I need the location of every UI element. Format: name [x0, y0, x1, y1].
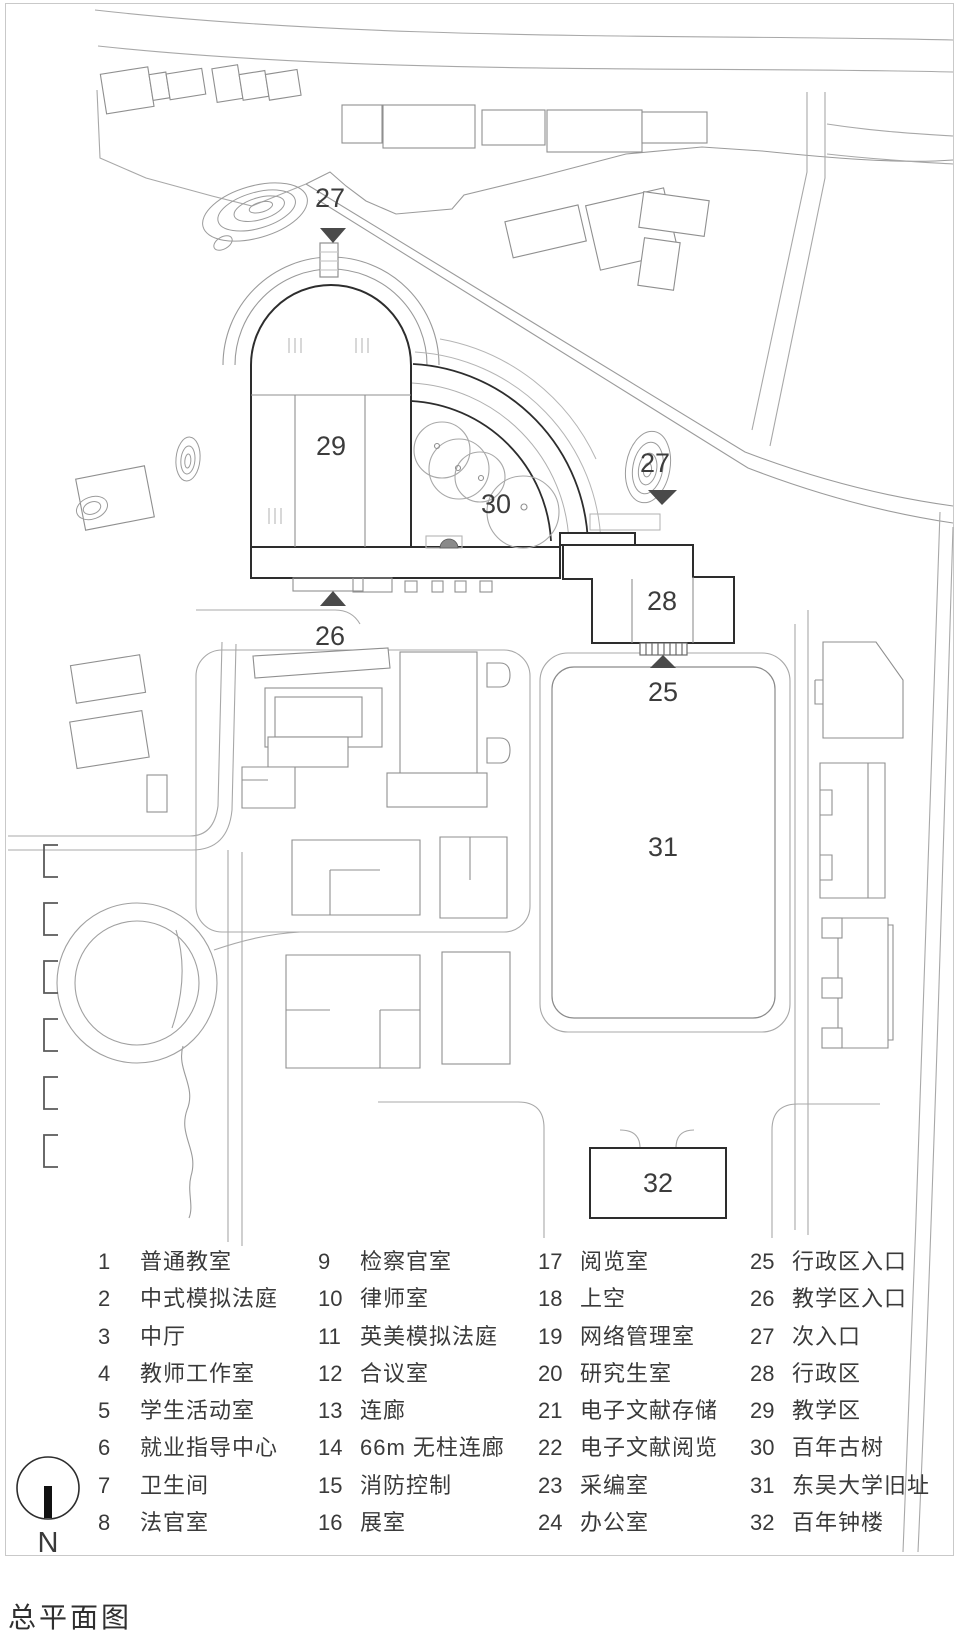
arc-corridor: [410, 363, 589, 546]
label-30: 30: [481, 489, 511, 519]
plan-frame: [5, 3, 954, 1556]
label-29: 29: [316, 431, 346, 461]
landscape-contours: [76, 182, 672, 521]
main-building-complex: [222, 242, 776, 1219]
admin-block-28: [559, 532, 735, 644]
clock-tower-32: [589, 1147, 727, 1219]
compass-circle: [16, 1456, 80, 1520]
roads: [8, 9, 954, 1553]
label-26: 26: [315, 621, 345, 651]
north-compass: N: [16, 1456, 80, 1559]
entrance-triangles: [320, 228, 677, 668]
label-27-right: 27: [640, 448, 670, 478]
compass-n-label: N: [38, 1527, 59, 1559]
label-32: 32: [643, 1168, 673, 1198]
label-27-top: 27: [315, 183, 345, 213]
entrance-26-arrow: [320, 591, 346, 606]
left-edge-marks: [43, 844, 58, 1168]
label-31: 31: [648, 832, 678, 862]
entrance-25-stairs: [639, 642, 688, 656]
context-buildings: [69, 64, 904, 1069]
small-dome-feature: [439, 538, 459, 549]
plan-labels: 27 29 30 27 28 26 25 31 32: [315, 183, 678, 1198]
label-28: 28: [647, 586, 677, 616]
entrance-25-arrow: [650, 655, 676, 668]
roundabout: [56, 902, 218, 1064]
entrance-27-right-arrow: [648, 490, 677, 505]
drawing-caption: 总平面图: [8, 1602, 133, 1633]
compass-needle: [44, 1486, 52, 1518]
century-trees: [413, 421, 560, 549]
label-25: 25: [648, 677, 678, 707]
entrance-27-right-path: [589, 513, 661, 531]
entrance-27-top-arrow: [320, 228, 346, 243]
entrance-27-stem: [319, 242, 339, 278]
